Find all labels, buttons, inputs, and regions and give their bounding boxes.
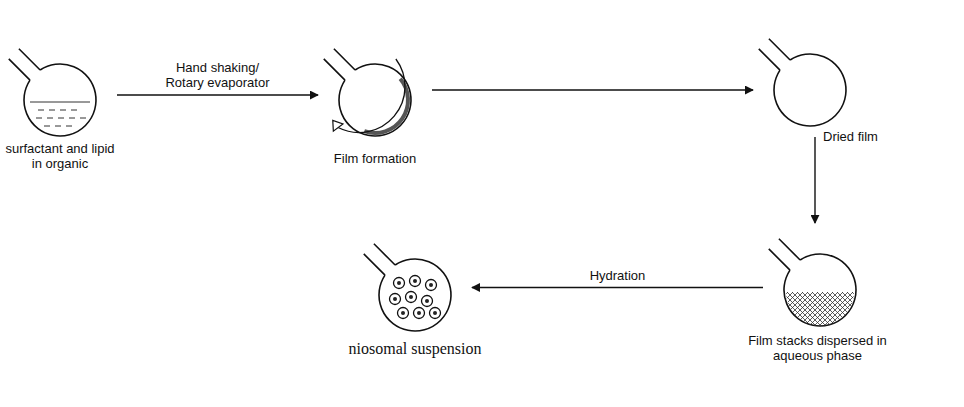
liquid-dash	[60, 110, 66, 111]
process-arrow	[472, 287, 763, 288]
process-arrow	[432, 89, 753, 90]
niosome-vesicle	[406, 292, 417, 303]
flask-neck	[364, 244, 395, 275]
film-stacks	[786, 292, 854, 326]
niosome-vesicle	[422, 296, 433, 307]
liquid-dash	[58, 118, 64, 119]
niosome-core	[425, 299, 429, 303]
flask-outline	[775, 235, 865, 325]
flask-bulb	[784, 254, 856, 326]
flask-caption: surfactant and lipid in organic	[0, 141, 120, 171]
niosome-vesicle	[426, 280, 437, 291]
arrow-label: Hand shaking/ Rotary evaporator	[156, 60, 280, 90]
liquid-dash	[49, 110, 55, 111]
niosome-vesicle	[414, 308, 425, 319]
flask-outline	[15, 45, 105, 135]
niosome-core	[429, 283, 433, 287]
flask-caption: Film formation	[320, 151, 430, 166]
flask-neck	[769, 239, 800, 270]
liquid-dash	[55, 126, 61, 127]
niosome-vesicle	[430, 308, 441, 319]
flask-neck	[759, 39, 790, 70]
liquid-dash	[36, 118, 42, 119]
liquid-dash	[69, 118, 75, 119]
flask: niosomal suspension	[370, 240, 460, 330]
niosome-core	[397, 281, 401, 285]
flask-bulb	[774, 54, 846, 126]
process-arrow	[814, 137, 815, 223]
flask-bulb	[24, 64, 96, 136]
niosome-core	[401, 311, 405, 315]
niosome-vesicle	[390, 294, 401, 305]
niosome-vesicle	[410, 276, 421, 287]
flask-bulb	[339, 64, 411, 136]
niosome-core	[433, 311, 437, 315]
niosome-core	[409, 295, 413, 299]
liquid-dash	[38, 110, 44, 111]
flask: Film stacks dispersed in aqueous phase	[775, 235, 865, 325]
flask: Film formation	[330, 45, 420, 135]
flask-neck	[324, 49, 355, 80]
flask-outline	[330, 45, 420, 135]
niosome-core	[393, 297, 397, 301]
niosome-core	[417, 311, 421, 315]
flask-neck	[9, 49, 40, 80]
flask-outline	[765, 35, 855, 125]
niosome-vesicle	[394, 278, 405, 289]
flask-outline	[370, 240, 460, 330]
liquid-dash	[44, 126, 50, 127]
niosome-core	[413, 279, 417, 283]
flask-caption: niosomal suspension	[305, 340, 525, 358]
rotation-arrowhead	[333, 120, 343, 131]
flask: Dried film	[765, 35, 855, 125]
liquid-dash	[47, 118, 53, 119]
flask: surfactant and lipid in organic	[15, 45, 105, 135]
rotation-arrow	[338, 59, 405, 133]
process-arrow	[117, 94, 318, 95]
flask-bulb	[379, 259, 451, 331]
arrow-label: Hydration	[556, 268, 680, 283]
liquid-dash	[66, 126, 72, 127]
liquid-dash	[71, 110, 77, 111]
liquid-dash	[80, 118, 86, 119]
flask-caption: Dried film	[823, 129, 913, 144]
flask-caption: Film stacks dispersed in aqueous phase	[725, 333, 910, 363]
liquid-surface	[30, 102, 90, 103]
niosome-vesicle	[398, 308, 409, 319]
